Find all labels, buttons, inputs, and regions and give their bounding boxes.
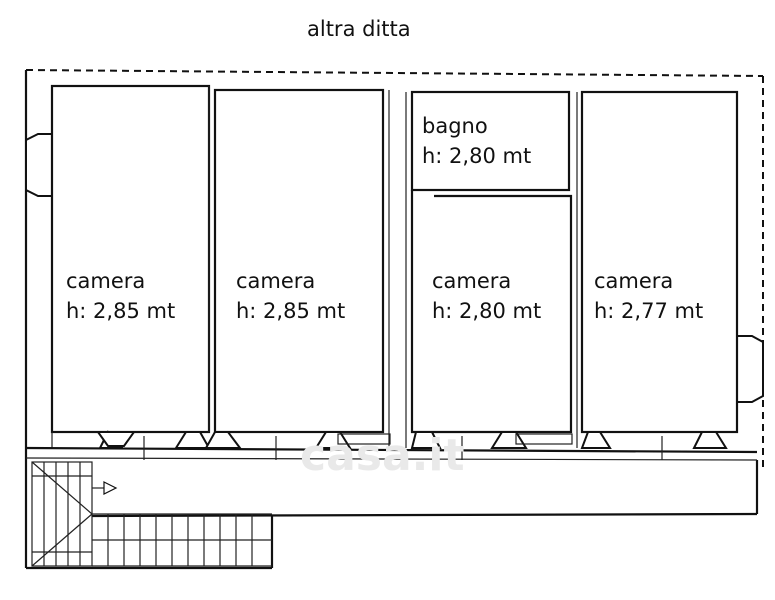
room-camera-3 (410, 190, 573, 434)
room-label-name: camera (66, 269, 145, 293)
door-room4b (692, 431, 728, 449)
room-camera-4 (580, 90, 739, 434)
room-camera-1 (50, 84, 211, 449)
watermark: casa.it (300, 430, 464, 481)
room-bagno (410, 90, 571, 192)
door-room4 (580, 431, 612, 449)
room-label-name: camera (594, 269, 673, 293)
room-label-height: h: 2,80 mt (432, 299, 541, 323)
corridor-ticks (143, 436, 663, 460)
room-label-name: camera (236, 269, 315, 293)
corridor-bottom-wall (91, 512, 758, 518)
door-room2 (204, 431, 242, 449)
corridor-top-wall (25, 446, 758, 454)
stair-arrow-icon (92, 481, 118, 495)
boundary-top (25, 69, 764, 77)
room-label-height: h: 2,85 mt (236, 299, 345, 323)
staircase (31, 461, 272, 567)
room-label-name: camera (432, 269, 511, 293)
room-label-height: h: 2,85 mt (66, 299, 175, 323)
window-left (25, 133, 53, 197)
corridor-top-inner (25, 457, 758, 461)
door-sill-bagno (337, 433, 391, 445)
room-camera-2 (213, 88, 385, 434)
neighbor-label: altra ditta (307, 17, 411, 41)
room-label-height: h: 2,77 mt (594, 299, 703, 323)
door-room1b (174, 431, 211, 449)
room-label-height: h: 2,80 mt (422, 144, 531, 168)
window-right (736, 335, 764, 403)
door-room1 (96, 431, 136, 447)
room-label-name: bagno (422, 114, 488, 138)
door-sill-room3 (515, 433, 573, 445)
door-room3b (410, 431, 442, 449)
